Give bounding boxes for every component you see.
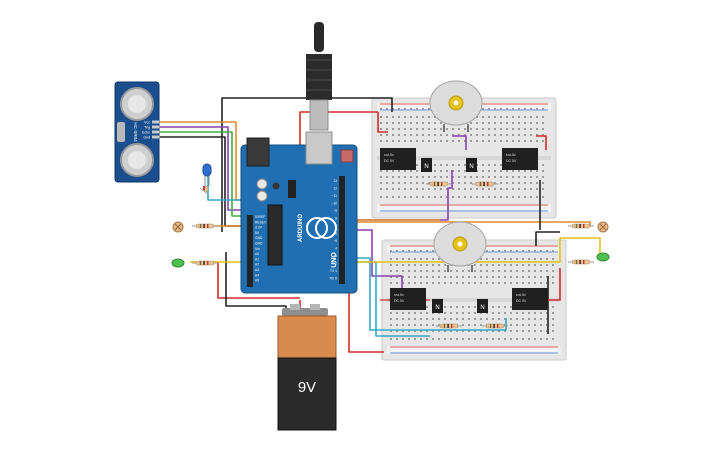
battery-label: 9V [298, 379, 316, 396]
sensor-pin[interactable] [152, 130, 159, 134]
digital-pin-label: 7 [335, 224, 337, 228]
transistor-label: N [435, 305, 439, 311]
digital-pin-label: TX 1 [330, 269, 337, 273]
sensor-pin-label: Gnd [143, 136, 150, 140]
relay-label: DC 5V [516, 299, 527, 303]
digital-pin-label: RX 0 [330, 277, 337, 281]
led-blue[interactable] [202, 163, 212, 186]
relay-label: srd-5v [394, 293, 404, 297]
power-pin-label: A4 [255, 273, 259, 277]
relay-bottom-left[interactable]: srd-5v DC 5V [390, 288, 426, 310]
digital-pin-label: ~6 [333, 232, 337, 236]
power-pin-label: A0 [255, 252, 259, 256]
arduino-brand-label: ARDUINO [298, 214, 304, 242]
photoresistor-left[interactable] [172, 221, 184, 233]
digital-header[interactable] [339, 176, 345, 284]
digital-pin-label: 12 [333, 187, 337, 191]
transistor-label: N [480, 305, 484, 311]
photoresistor-right[interactable] [597, 221, 609, 233]
reset-button[interactable] [340, 149, 354, 163]
sensor-pin-label: Trig [144, 126, 150, 130]
sensor-model-label: HC-SR04 [133, 122, 138, 142]
led-green-right[interactable] [596, 252, 610, 262]
power-pin-label: GND [255, 236, 263, 240]
transistor-bottom-left[interactable]: N [432, 299, 443, 313]
relay-top-left[interactable]: srd-5v DC 5V [380, 148, 416, 170]
digital-pin-label: 8 [335, 217, 337, 221]
relay-label: srd-5v [384, 153, 394, 157]
transistor-top-right[interactable]: N [466, 158, 477, 172]
power-pin-label: A5 [255, 279, 259, 283]
usb-cable [306, 22, 332, 131]
digital-pin-label: ~3 [333, 254, 337, 258]
resistor[interactable] [482, 323, 508, 329]
digital-pin-label: 4 [335, 247, 337, 251]
transistor-label: N [469, 164, 473, 170]
power-pin-label: 5V [255, 231, 260, 235]
relay-label: srd-5v [506, 153, 516, 157]
dc-motor-top[interactable] [429, 80, 483, 132]
power-pin-label: IOREF [255, 215, 265, 219]
digital-pin-label: ~9 [333, 209, 337, 213]
power-pin-label: RESET [255, 220, 266, 224]
transistor-label: N [424, 164, 428, 170]
digital-pin-label: 2 [335, 262, 337, 266]
relay-bottom-right[interactable]: srd-5v DC 5V [512, 288, 548, 310]
power-pin-label: A2 [255, 263, 259, 267]
power-pin-label: A1 [255, 257, 259, 261]
resistor[interactable] [568, 223, 594, 229]
arduino-model-label: UNO [331, 252, 338, 268]
resistor[interactable] [192, 223, 218, 229]
resistors [192, 181, 594, 329]
sensor-pin[interactable] [152, 135, 159, 139]
digital-pin-label: ~11 [332, 194, 338, 198]
relay-label: DC 5V [384, 159, 395, 163]
power-pin-label: 3.3V [255, 226, 263, 230]
resistor[interactable] [426, 181, 452, 187]
digital-pin-label: ~5 [333, 239, 337, 243]
sensor-pin[interactable] [152, 120, 159, 124]
relay-label: srd-5v [516, 293, 526, 297]
usb-port [305, 131, 333, 165]
relay-label: DC 5V [394, 299, 405, 303]
power-pin-label: GND [255, 242, 263, 246]
sensor-pin[interactable] [152, 125, 159, 129]
resistor[interactable] [199, 185, 209, 195]
microcontroller-chip [267, 204, 283, 266]
transistor-top-left[interactable]: N [421, 158, 432, 172]
digital-pin-label: ~10 [331, 202, 337, 206]
resistor[interactable] [192, 260, 218, 266]
resistor[interactable] [472, 181, 498, 187]
power-pin-label: A3 [255, 268, 259, 272]
transistor-bottom-right[interactable]: N [477, 299, 488, 313]
battery-9v[interactable]: 9V [277, 304, 337, 431]
relay-label: DC 5V [506, 159, 517, 163]
sensor-pin-label: Echo [142, 131, 150, 135]
resistor[interactable] [568, 259, 594, 265]
resistor[interactable] [436, 323, 462, 329]
sensor-pin-label: Vcc [144, 121, 150, 125]
power-analog-header[interactable] [247, 215, 253, 287]
relay-top-right[interactable]: srd-5v DC 5V [502, 148, 538, 170]
digital-pin-label: 13 [333, 179, 337, 183]
arduino-uno-board[interactable]: ARDUINO UNO 13 12 ~11 ~10 ~9 8 7 ~6 ~5 4 ~3 2 TX 1 RX… [240, 131, 358, 294]
led-green-left[interactable] [171, 258, 185, 268]
dc-motor-bottom[interactable] [433, 221, 487, 272]
power-pin-label: Vin [255, 247, 260, 251]
